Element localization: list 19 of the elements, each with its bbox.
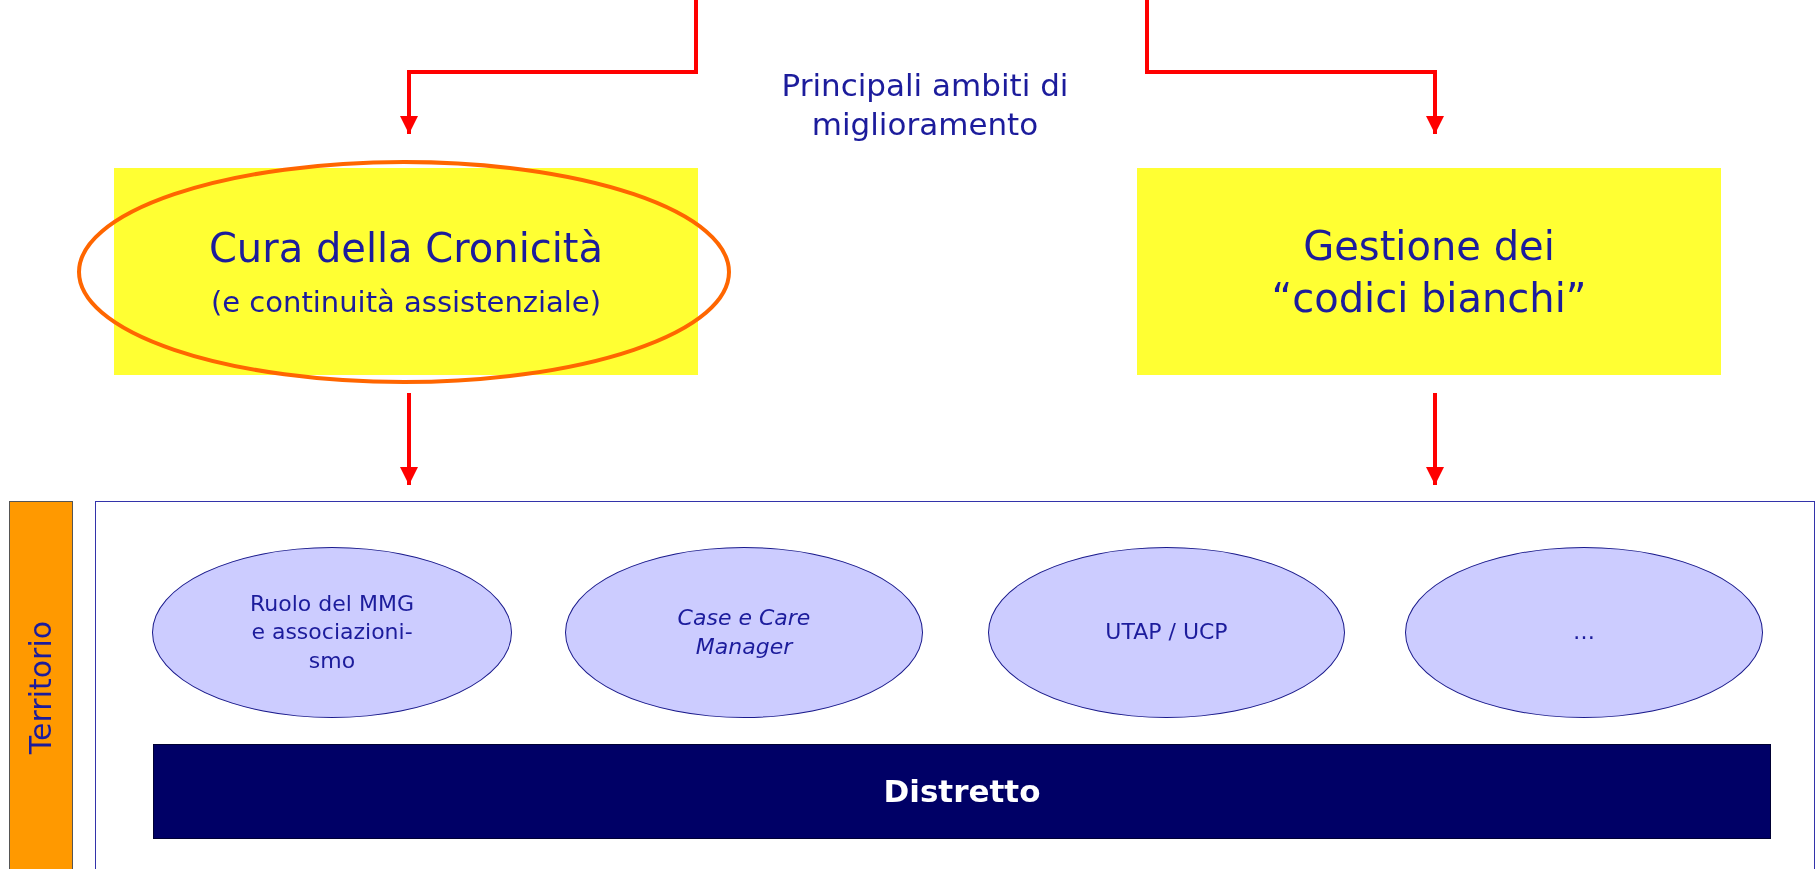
node-title: Ruolo del MMG e associazioni-smo: [249, 589, 415, 675]
arrow: [1145, 0, 1444, 134]
topic-box: [114, 168, 698, 375]
node-title: Case e Care Manager: [676, 603, 812, 661]
node-title: …: [1573, 618, 1595, 647]
node-subtitle: (e continuità assistenziale): [210, 283, 602, 321]
frame-box: [95, 501, 1815, 869]
arrow: [1426, 393, 1444, 485]
arrow: [400, 0, 698, 134]
arrow: [400, 393, 418, 485]
vertical-label: Territorio: [22, 620, 60, 754]
caption-text: Principali ambiti di miglioramento: [780, 66, 1070, 144]
node-title: UTAP / UCP: [1105, 618, 1228, 647]
side-band: [9, 501, 73, 869]
topic-box: [1137, 168, 1721, 375]
node-title: Distretto: [883, 772, 1041, 812]
node-title: Cura della Cronicità: [208, 223, 604, 273]
node-title: Gestione dei “codici bianchi”: [1270, 221, 1588, 323]
bar-node: [153, 744, 1771, 839]
